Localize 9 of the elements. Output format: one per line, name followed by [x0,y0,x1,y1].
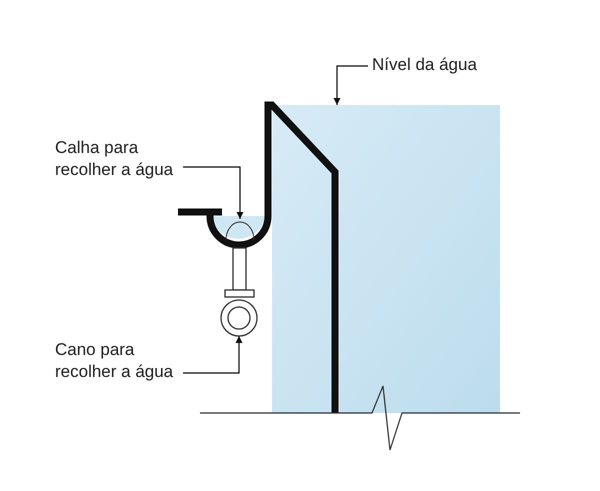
leader-line [183,336,243,374]
pool-water [272,105,500,413]
leader-line [183,166,244,219]
callout-text: Cano para recolher a água [55,339,183,383]
gutter-water [211,216,266,239]
callout-text: Calha para recolher a água [55,137,183,181]
leader-line [333,65,368,105]
callout-text: Nível da água [372,54,532,76]
pipe-cross-section [220,299,258,337]
